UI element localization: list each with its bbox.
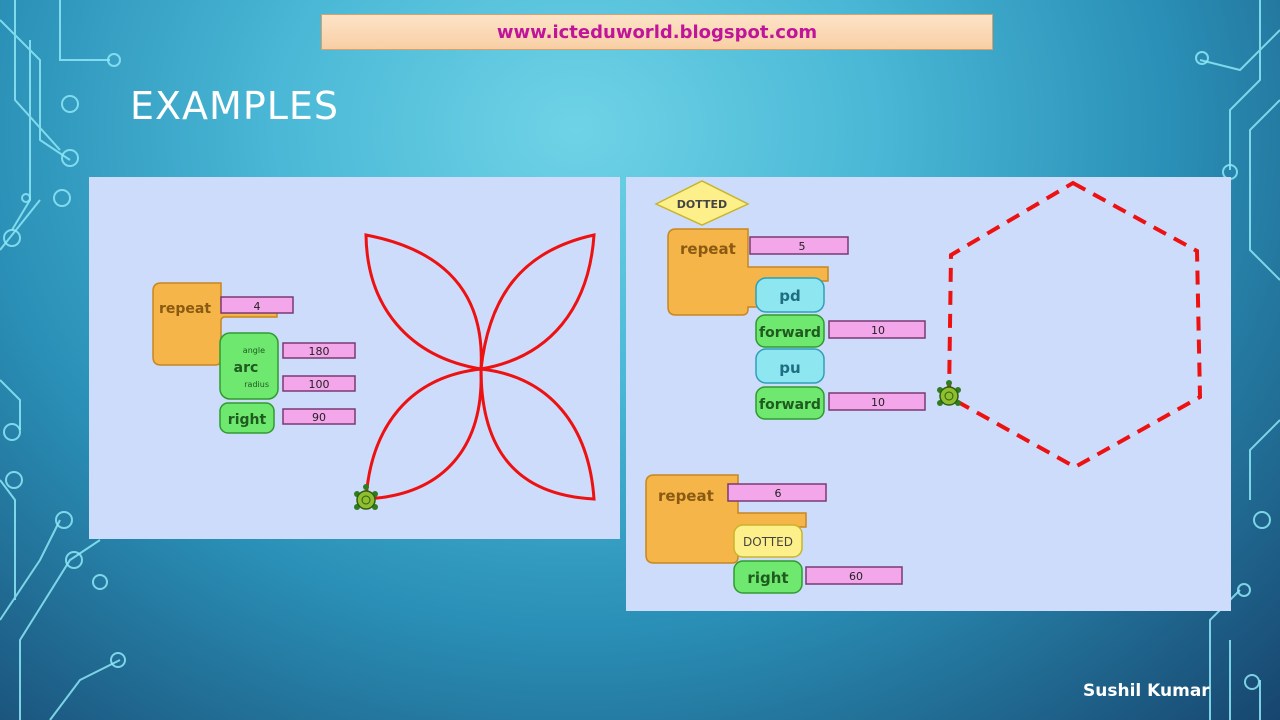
arc-label: arc xyxy=(234,360,259,376)
flower-drawing xyxy=(364,233,596,501)
dotted-example-panel: DOTTED repeat 5 pd forward 10 pu xyxy=(626,177,1231,611)
forward-value[interactable]: 10 xyxy=(871,396,885,409)
angle-value[interactable]: 180 xyxy=(309,345,330,358)
forward-block[interactable]: forward 10 xyxy=(755,386,926,420)
pen-down-block[interactable]: pd xyxy=(755,277,825,313)
forward-label: forward xyxy=(759,397,821,413)
right-block[interactable]: right 60 xyxy=(733,560,903,594)
right-label: right xyxy=(747,569,788,587)
right-label: right xyxy=(228,412,267,428)
repeat-block[interactable]: repeat 5 xyxy=(667,228,849,316)
turtle-icon xyxy=(354,484,378,510)
forward-block[interactable]: forward 10 xyxy=(755,314,926,348)
procedure-definition-block[interactable]: DOTTED xyxy=(654,180,750,226)
repeat-count[interactable]: 6 xyxy=(775,487,782,500)
repeat-label: repeat xyxy=(159,301,211,317)
pd-label: pd xyxy=(779,287,800,305)
arc-block[interactable]: angle arc radius 180 100 xyxy=(219,332,356,400)
forward-label: forward xyxy=(759,325,821,341)
radius-value[interactable]: 100 xyxy=(309,378,330,391)
repeat-block[interactable]: repeat 6 xyxy=(645,474,827,564)
dotted-call-label: DOTTED xyxy=(743,535,793,549)
url-banner[interactable]: www.icteduworld.blogspot.com xyxy=(321,14,993,50)
right-block[interactable]: right 90 xyxy=(219,402,356,434)
repeat-block[interactable]: repeat 4 xyxy=(152,282,294,366)
slide-title: EXAMPLES xyxy=(130,84,340,128)
angle-label: angle xyxy=(243,346,265,355)
repeat-count[interactable]: 5 xyxy=(799,240,806,253)
repeat-label: repeat xyxy=(680,240,736,258)
dotted-hexagon-drawing xyxy=(946,180,1203,470)
forward-value[interactable]: 10 xyxy=(871,324,885,337)
radius-label: radius xyxy=(244,380,269,389)
repeat-label: repeat xyxy=(658,487,714,505)
arc-example-panel: repeat 4 angle arc radius 180 100 right … xyxy=(89,177,620,539)
procedure-name: DOTTED xyxy=(677,198,727,211)
turtle-icon xyxy=(937,380,961,406)
repeat-count[interactable]: 4 xyxy=(254,300,261,313)
pu-label: pu xyxy=(779,359,800,377)
right-value[interactable]: 60 xyxy=(849,570,863,583)
pen-up-block[interactable]: pu xyxy=(755,348,825,384)
dotted-call-block[interactable]: DOTTED xyxy=(733,524,803,558)
author-name: Sushil Kumar xyxy=(1083,681,1210,701)
right-value[interactable]: 90 xyxy=(312,411,326,424)
